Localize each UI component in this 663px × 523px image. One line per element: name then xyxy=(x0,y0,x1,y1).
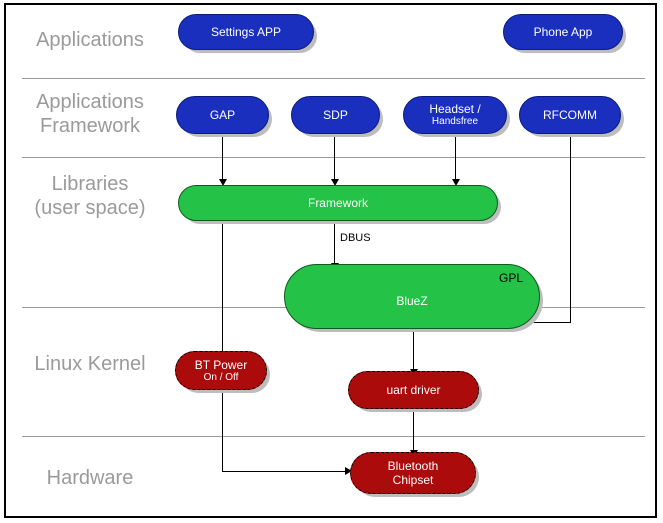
node-framework[interactable]: Framework xyxy=(178,185,498,221)
node-bluetooth-chipset-label: Bluetooth xyxy=(387,459,439,473)
layer-label-hardware: Hardware xyxy=(46,467,134,489)
edge-framework-to-chipset-arrow xyxy=(345,467,352,475)
node-uart-driver-label: uart driver xyxy=(386,383,441,397)
node-bluez[interactable]: GPL BlueZ xyxy=(284,264,540,329)
node-bluez-gpl-badge: GPL xyxy=(498,271,523,285)
layer-label-libraries: Libraries (user space) xyxy=(34,173,146,219)
diagram-frame xyxy=(4,3,657,518)
node-bt-power[interactable]: BT Power On / Off xyxy=(175,351,267,390)
edge-gap-to-framework-arrow xyxy=(219,179,227,186)
divider-applications-framework xyxy=(22,157,645,158)
node-uart-driver[interactable]: uart driver xyxy=(348,371,479,409)
edge-headset-to-framework-arrow xyxy=(452,179,460,186)
divider-linux-kernel xyxy=(22,436,645,437)
node-rfcomm[interactable]: RFCOMM xyxy=(519,96,621,134)
edge-label-dbus: DBUS xyxy=(340,232,371,244)
node-gap[interactable]: GAP xyxy=(176,96,269,134)
edge-uart-to-chipset-line xyxy=(413,409,414,454)
edge-gap-to-framework-line xyxy=(222,134,223,181)
edge-rfcomm-to-bluez-vertical xyxy=(570,134,571,323)
edge-headset-to-framework-line xyxy=(455,134,456,181)
edge-framework-to-chipset-vertical xyxy=(222,221,223,472)
node-headset-handsfree-label: Headset / xyxy=(429,102,481,116)
node-gap-label: GAP xyxy=(209,108,236,122)
edge-rfcomm-to-bluez-horizontal xyxy=(528,322,571,323)
edge-sdp-to-framework-line xyxy=(334,134,335,181)
edge-bluez-to-uart-line xyxy=(413,329,414,371)
node-headset-handsfree-sublabel: Handsfree xyxy=(431,116,479,127)
node-phone-app[interactable]: Phone App xyxy=(503,14,623,50)
node-settings-app[interactable]: Settings APP xyxy=(178,14,314,50)
node-bluez-label: BlueZ xyxy=(396,293,428,308)
node-sdp[interactable]: SDP xyxy=(291,96,380,134)
node-headset-handsfree[interactable]: Headset / Handsfree xyxy=(403,96,507,134)
node-framework-label: Framework xyxy=(307,196,368,210)
node-bluetooth-chipset-sublabel: Chipset xyxy=(392,473,434,487)
node-bluetooth-chipset[interactable]: Bluetooth Chipset xyxy=(350,452,476,494)
edge-framework-to-bluez-line xyxy=(334,221,335,265)
divider-applications xyxy=(22,78,645,79)
node-sdp-label: SDP xyxy=(323,108,348,122)
edge-framework-to-chipset-horizontal xyxy=(222,471,347,472)
node-settings-app-label: Settings APP xyxy=(210,25,282,39)
edge-sdp-to-framework-arrow xyxy=(331,179,339,186)
layer-label-applications: Applications xyxy=(36,29,144,51)
node-bt-power-label: BT Power xyxy=(194,357,248,372)
node-bt-power-sublabel: On / Off xyxy=(203,371,239,383)
layer-label-linux-kernel: Linux Kernel xyxy=(34,353,146,375)
node-rfcomm-label: RFCOMM xyxy=(543,108,597,122)
node-phone-app-label: Phone App xyxy=(533,25,593,39)
layer-label-applications-framework: Applications Framework xyxy=(36,91,144,137)
